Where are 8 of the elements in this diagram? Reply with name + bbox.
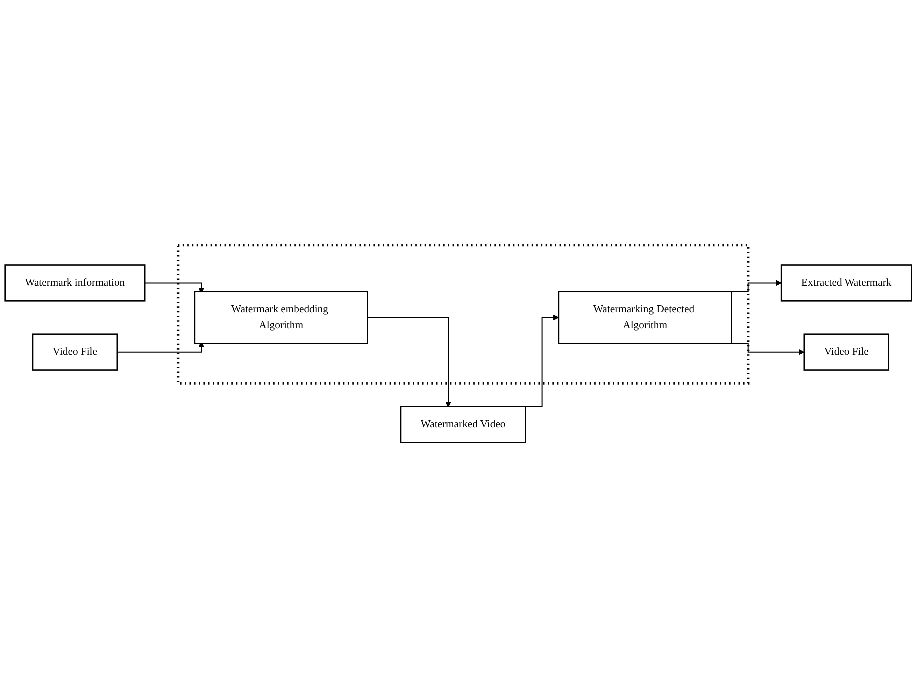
node-box: Video File bbox=[804, 334, 890, 371]
node-box: Watermark embedding Algorithm bbox=[194, 291, 368, 344]
node-box: Watermarking Detected Algorithm bbox=[558, 291, 732, 344]
arrow bbox=[367, 317, 452, 408]
node-box: Watermark information bbox=[4, 264, 146, 302]
node-box: Video File bbox=[32, 334, 118, 371]
node-box: Extracted Watermark bbox=[780, 264, 912, 302]
node-box: Watermarked Video bbox=[400, 406, 526, 444]
